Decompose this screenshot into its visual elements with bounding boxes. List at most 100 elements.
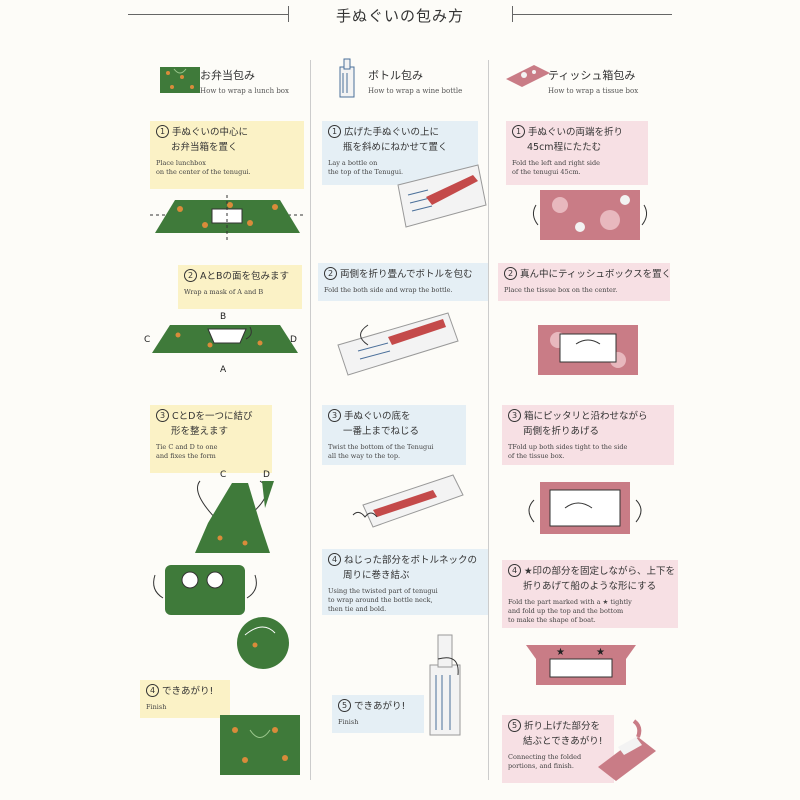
step-text-jp: AとBの面を包みます [200,271,290,282]
svg-text:★: ★ [556,647,565,658]
step-text-jp: 両側を折り畳んでボトルを包む [340,269,473,280]
step-text-jp: できあがり! [162,686,214,697]
step-number: 4 [508,564,521,577]
tissue-box-icon [506,65,550,87]
step-text-jp: 45cm程にたたむ [527,142,602,153]
column-title-jp: お弁当包み [200,69,255,82]
column-title-en: How to wrap a tissue box [548,87,639,95]
step-number: 1 [512,125,525,138]
step-number: 2 [504,267,517,280]
step-text-jp: 瓶を斜めにねかせて置く [343,142,448,153]
step-text-jp: 周りに巻き結ぶ [343,570,410,581]
step-text-en: Wrap a mask of A and B [184,288,264,296]
lunch-step1-illustration [150,195,305,243]
step-text-jp: ★印の部分を固定しながら、上下を [524,566,676,577]
step-number: 5 [508,719,521,732]
step-text-jp: お弁当箱を置く [171,142,238,153]
lunch-step2-illustration [152,325,298,353]
bottle-step1-illustration [397,164,487,228]
label-c: C [220,470,227,480]
step-text-jp: 真ん中にティッシュボックスを置く [520,269,672,280]
lunch-knot-detail-illustration [237,617,289,669]
step-text-en: Place the tissue box on the center. [504,286,618,294]
tissue-step3-illustration [528,482,642,534]
step-text-jp: CとDを一つに結び [172,411,253,422]
step-text-jp: 結ぶとできあがり! [523,736,603,747]
label-d: D [290,335,297,345]
column-title-jp: ボトル包み [368,69,423,82]
step-text-jp: 形を整えます [171,426,229,437]
title-tick-left [288,6,289,22]
step-text-en: Finish [146,703,167,711]
lunch-finish-illustration [220,715,300,775]
tissue-step1-illustration [532,190,648,240]
title-rule-right [512,14,672,15]
step-text-en: Fold the both side and wrap the bottle. [324,286,453,294]
step-4-box: 4★印の部分を固定しながら、上下を 折りあげて船のような形にする Fold th… [502,560,678,628]
svg-text:★: ★ [596,647,605,658]
lunch-step3-illustration [195,480,274,553]
bottle-step2-illustration [337,312,459,376]
tissue-step2-illustration [538,325,638,375]
label-b: B [220,312,227,322]
step-number: 1 [328,125,341,138]
label-c: C [144,335,151,345]
label-a: A [220,365,227,375]
step-number: 3 [156,409,169,422]
step-number: 2 [184,269,197,282]
column-title-en: How to wrap a wine bottle [368,87,463,95]
step-text-jp: 両側を折りあげる [523,426,600,437]
step-text-jp: 手ぬぐいの中心に [172,127,249,138]
step-number: 1 [156,125,169,138]
step-text-jp: 折り上げた部分を [524,721,601,732]
step-text-jp: 折りあげて船のような形にする [523,581,657,592]
tissue-step4-illustration: ★ ★ [526,645,636,685]
lunch-box-icon [160,67,200,93]
column-divider [488,60,489,780]
step-text-jp: できあがり! [354,701,406,712]
lunch-step3-tie-illustration [153,565,257,615]
bottle-icon [339,58,355,98]
column-title-en: How to wrap a lunch box [200,87,289,95]
bottle-step3-illustration [352,474,464,528]
bottle-step4-illustration [429,634,461,736]
title-rule-left [128,14,288,15]
tissue-finish-illustration [598,719,656,781]
step-number: 3 [328,409,341,422]
step-number: 5 [338,699,351,712]
step-text-jp: 手ぬぐいの底を [344,411,411,422]
page-header: 手ぬぐいの包み方 [0,0,800,30]
label-d: D [263,470,270,480]
step-text-en: Finish [338,718,359,726]
column-title-jp: ティッシュ箱包み [548,69,636,82]
step-text-jp: 手ぬぐいの両端を折り [528,127,624,138]
step-number: 2 [324,267,337,280]
step-number: 4 [328,553,341,566]
step-text-jp: 箱にピッタリと沿わせながら [524,411,648,422]
step-text-jp: 一番上までねじる [343,426,420,437]
step-number: 3 [508,409,521,422]
step-number: 4 [146,684,159,697]
